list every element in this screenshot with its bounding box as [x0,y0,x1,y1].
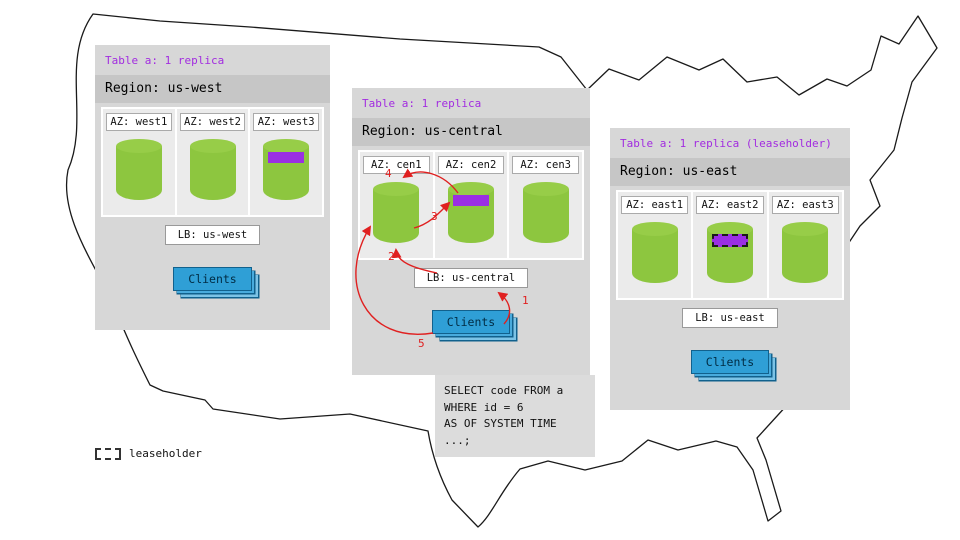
step-label-3: 3 [431,210,438,223]
cylinder-body [782,229,829,283]
cylinder-body [115,146,162,200]
az-label-east1: AZ: east1 [621,196,689,214]
sql-query-line: SELECT code FROM a [444,384,564,397]
az-row-us-west: AZ: west1 AZ: west2 AZ: west3 [101,107,324,217]
step-label-1: 1 [522,294,529,307]
cylinder-top [115,139,162,153]
leaseholder-legend-label: leaseholder [129,447,202,460]
step-label-2: 2 [388,250,395,263]
az-label-east3: AZ: east3 [771,196,839,214]
az-column-east2: AZ: east2 [693,192,767,298]
database-cylinder-east1 [631,222,678,286]
leaseholder-legend: leaseholder [95,447,202,460]
table-replica-label-us-west: Table a: 1 replica [105,54,225,67]
az-label-west1: AZ: west1 [106,113,172,131]
clients-box-us-east: Clients [690,350,770,374]
database-cylinder-west1 [115,139,162,203]
database-cylinder-west3 [263,139,310,203]
sql-query-line: WHERE id = 6 [444,400,524,414]
database-cylinder-east3 [782,222,829,286]
region-title-us-east: Region: us-east [610,158,850,186]
az-label-west3: AZ: west3 [253,113,320,131]
table-replica-label-us-east: Table a: 1 replica (leaseholder) [620,137,832,150]
az-column-cen3: AZ: cen3 [509,152,583,258]
sql-query-line: AS OF SYSTEM TIME ...; [444,417,557,447]
cylinder-top [782,222,829,236]
az-column-east1: AZ: east1 [618,192,692,298]
clients-box-us-central: Clients [431,310,511,334]
cylinder-top [448,182,494,196]
region-panel-us-east: Table a: 1 replica (leaseholder) Region:… [610,128,850,410]
region-panel-us-west: Table a: 1 replica Region: us-west AZ: w… [95,45,330,330]
load-balancer-us-east: LB: us-east [682,308,778,328]
az-column-west2: AZ: west2 [176,109,249,215]
sql-query-box: SELECT code FROM a WHERE id = 6 AS OF SY… [435,375,595,457]
clients-box-us-west: Clients [173,267,252,291]
cylinder-body [522,189,569,243]
load-balancer-us-central: LB: us-central [413,268,529,288]
table-replica-label-us-central: Table a: 1 replica [362,97,482,110]
replica-range-cen2 [453,195,489,206]
cylinder-body [631,229,678,283]
leaseholder-swatch-icon [95,447,121,460]
replica-range-west3 [268,152,305,163]
load-balancer-us-west: LB: us-west [164,225,261,245]
az-label-cen2: AZ: cen2 [437,156,505,174]
cylinder-body [373,189,420,243]
az-label-cen1: AZ: cen1 [363,156,430,174]
az-column-cen1: AZ: cen1 [360,152,433,258]
az-label-west2: AZ: west2 [179,113,246,131]
cylinder-top [189,139,236,153]
cylinder-body [189,146,236,200]
cylinder-top [522,182,569,196]
database-cylinder-cen3 [522,182,569,246]
database-cylinder-west2 [189,139,236,203]
database-cylinder-east2 [706,222,753,286]
cylinder-top [263,139,310,153]
az-column-east3: AZ: east3 [768,192,842,298]
step-label-4: 4 [385,167,392,180]
az-label-east2: AZ: east2 [696,196,764,214]
cylinder-top [706,222,753,236]
step-label-5: 5 [418,337,425,350]
az-column-west3: AZ: west3 [250,109,323,215]
cylinder-top [373,182,420,196]
az-label-cen3: AZ: cen3 [512,156,580,174]
cylinder-top [631,222,678,236]
az-row-us-east: AZ: east1 AZ: east2 AZ: east3 [616,190,844,300]
region-title-us-west: Region: us-west [95,75,330,103]
region-panel-us-central: Table a: 1 replica Region: us-central AZ… [352,88,590,375]
database-cylinder-cen2 [448,182,494,246]
az-column-west1: AZ: west1 [103,109,175,215]
leaseholder-replica-range-east2 [711,234,748,247]
az-column-cen2: AZ: cen2 [434,152,508,258]
database-cylinder-cen1 [373,182,420,246]
region-title-us-central: Region: us-central [352,118,590,146]
